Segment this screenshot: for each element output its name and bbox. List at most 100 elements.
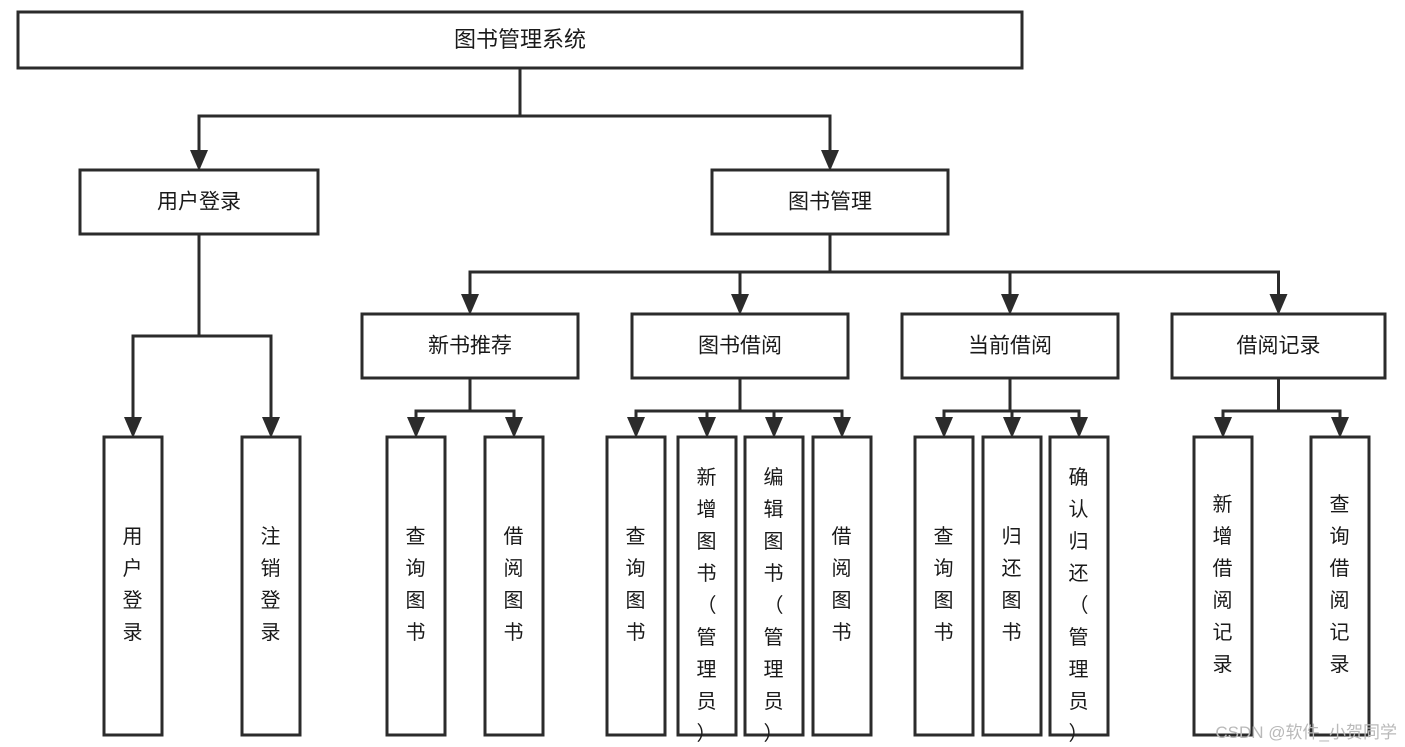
node-label-book-borrow: 图书借阅 (698, 335, 782, 358)
arrow-head-icon (698, 417, 716, 438)
node-label-borrow-records: 借阅记录 (1237, 335, 1321, 358)
arrow-head-icon (190, 150, 208, 171)
arrow-head-icon (1003, 417, 1021, 438)
node-leaf-add-book-admin[interactable]: 新增图书（管理员） (676, 435, 738, 745)
node-box-book-management (710, 168, 950, 236)
node-leaf-confirm-return-admin[interactable]: 确认归还（管理员） (1048, 435, 1110, 745)
node-leaf-query-book-3[interactable]: 查询图书 (913, 435, 975, 737)
connector-book-management-to-current-borrow (828, 234, 1019, 315)
connector-line (131, 234, 201, 423)
arrow-head-icon (1331, 417, 1349, 438)
node-label-new-book-recommend: 新书推荐 (428, 335, 512, 358)
node-label-current-borrow: 当前借阅 (968, 335, 1052, 358)
arrow-head-icon (935, 417, 953, 438)
node-label-leaf-add-book-admin: 新增图书（管理员） (697, 466, 718, 745)
connector-line (942, 378, 1012, 423)
node-box-leaf-query-book-2 (605, 435, 667, 737)
connector-line (1277, 378, 1342, 423)
connector-line (197, 234, 273, 423)
connector-line (705, 378, 742, 423)
node-box-borrow-records (1170, 312, 1387, 380)
node-box-new-book-recommend (360, 312, 580, 380)
connector-root-to-book-management (518, 68, 839, 171)
node-leaf-query-book-1[interactable]: 查询图书 (385, 435, 447, 737)
node-borrow-records[interactable]: 借阅记录 (1170, 312, 1387, 380)
node-leaf-query-book-2[interactable]: 查询图书 (605, 435, 667, 737)
node-new-book-recommend[interactable]: 新书推荐 (360, 312, 580, 380)
connector-line (468, 378, 516, 423)
connector-user-login-to-leaf-user-login (124, 234, 201, 438)
node-leaf-borrow-book-1[interactable]: 借阅图书 (483, 435, 545, 737)
connector-layer (124, 68, 1349, 438)
connector-line (468, 234, 832, 300)
node-label-leaf-borrow-book-2: 借阅图书 (832, 525, 853, 644)
node-leaf-user-login[interactable]: 用户登录 (102, 435, 164, 737)
arrow-head-icon (262, 417, 280, 438)
node-box-leaf-query-book-3 (913, 435, 975, 737)
connector-line (738, 234, 832, 300)
connector-borrow-records-to-leaf-add-borrow-record (1214, 378, 1280, 438)
node-book-management[interactable]: 图书管理 (710, 168, 950, 236)
arrow-head-icon (833, 417, 851, 438)
connector-line (634, 378, 742, 423)
connector-line (828, 234, 1012, 300)
connector-current-borrow-to-leaf-return-book (1003, 378, 1021, 438)
arrow-head-icon (1269, 294, 1288, 315)
connector-line (738, 378, 844, 423)
arrow-head-icon (1001, 294, 1019, 315)
node-label-leaf-borrow-book-1: 借阅图书 (504, 525, 525, 644)
node-leaf-query-borrow-record[interactable]: 查询借阅记录 (1309, 435, 1371, 737)
node-label-leaf-return-book: 归还图书 (1002, 525, 1023, 644)
node-box-leaf-add-book-admin (676, 435, 738, 737)
node-label-leaf-query-book-2: 查询图书 (626, 525, 647, 644)
arrow-head-icon (1214, 417, 1232, 438)
arrow-head-icon (505, 417, 523, 438)
node-label-leaf-edit-book-admin: 编辑图书（管理员） (764, 466, 785, 745)
arrow-head-icon (124, 417, 142, 438)
node-box-current-borrow (900, 312, 1120, 380)
node-layer: 图书管理系统用户登录用户登录注销登录图书管理新书推荐查询图书借阅图书图书借阅查询… (16, 10, 1387, 745)
connector-line (518, 68, 832, 156)
node-label-leaf-confirm-return-admin: 确认归还（管理员） (1069, 466, 1090, 745)
node-box-leaf-borrow-book-1 (483, 435, 545, 737)
connector-root-to-user-login (190, 68, 522, 171)
arrow-head-icon (821, 150, 839, 171)
node-label-leaf-add-borrow-record: 新增借阅记录 (1213, 493, 1234, 676)
node-label-book-management: 图书管理 (788, 191, 872, 214)
connector-line (738, 378, 776, 423)
node-label-root: 图书管理系统 (454, 27, 586, 52)
connector-book-borrow-to-leaf-edit-book-admin (738, 378, 783, 438)
node-leaf-add-borrow-record[interactable]: 新增借阅记录 (1192, 435, 1254, 737)
connector-current-borrow-to-leaf-confirm-return-admin (1008, 378, 1088, 438)
connector-line (1008, 378, 1081, 423)
node-box-leaf-query-borrow-record (1309, 435, 1371, 737)
node-leaf-return-book[interactable]: 归还图书 (981, 435, 1043, 737)
connector-book-management-to-borrow-records (828, 234, 1288, 315)
node-label-user-login: 用户登录 (157, 191, 241, 214)
node-leaf-borrow-book-2[interactable]: 借阅图书 (811, 435, 873, 737)
arrow-head-icon (627, 417, 645, 438)
connector-line (828, 234, 1280, 300)
connector-book-management-to-book-borrow (731, 234, 832, 315)
connector-user-login-to-leaf-user-logout (197, 234, 280, 438)
node-leaf-edit-book-admin[interactable]: 编辑图书（管理员） (743, 435, 805, 745)
arrow-head-icon (407, 417, 425, 438)
node-box-leaf-edit-book-admin (743, 435, 805, 737)
connector-line (414, 378, 472, 423)
arrow-head-icon (765, 417, 783, 438)
connector-book-borrow-to-leaf-add-book-admin (698, 378, 742, 438)
connector-book-borrow-to-leaf-borrow-book-2 (738, 378, 851, 438)
node-book-borrow[interactable]: 图书借阅 (630, 312, 850, 380)
connector-new-book-recommend-to-leaf-borrow-book-1 (468, 378, 523, 438)
node-user-login[interactable]: 用户登录 (78, 168, 320, 236)
node-leaf-user-logout[interactable]: 注销登录 (240, 435, 302, 737)
node-current-borrow[interactable]: 当前借阅 (900, 312, 1120, 380)
connector-current-borrow-to-leaf-query-book-3 (935, 378, 1012, 438)
node-box-book-borrow (630, 312, 850, 380)
node-label-leaf-query-book-3: 查询图书 (934, 525, 955, 644)
node-root[interactable]: 图书管理系统 (16, 10, 1024, 70)
connector-line (1221, 378, 1280, 423)
node-box-leaf-user-logout (240, 435, 302, 737)
